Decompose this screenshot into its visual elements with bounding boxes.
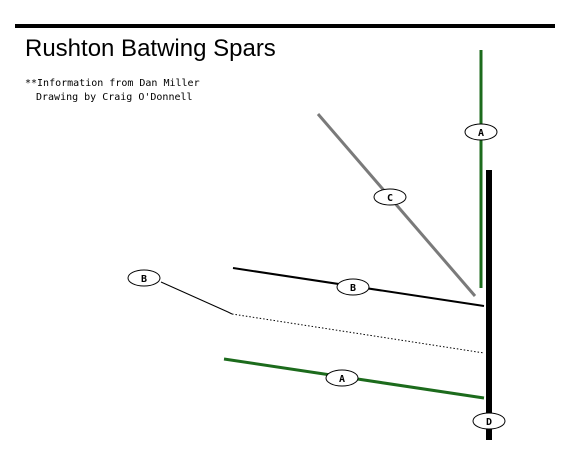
label-gaff: C xyxy=(373,188,407,206)
svg-text:A: A xyxy=(478,128,484,139)
label-boom-lower: A xyxy=(325,369,359,387)
svg-text:A: A xyxy=(339,374,345,385)
credit-line-1: **Information from Dan Miller xyxy=(25,78,200,89)
label-boom-callout: B xyxy=(127,269,161,287)
label-mast-bottom: D xyxy=(472,412,506,430)
svg-text:B: B xyxy=(350,283,356,294)
page-title: Rushton Batwing Spars xyxy=(25,35,276,62)
credit-line-2: Drawing by Craig O'Donnell xyxy=(36,92,193,103)
dotted-reference-line xyxy=(231,313,485,354)
callout-leader-line xyxy=(160,281,233,315)
svg-text:D: D xyxy=(486,417,492,428)
label-boom-upper: B xyxy=(336,278,370,296)
svg-text:C: C xyxy=(387,193,393,204)
label-mast-top: A xyxy=(464,123,498,141)
svg-text:B: B xyxy=(141,274,147,285)
gaff-spar xyxy=(316,113,477,297)
